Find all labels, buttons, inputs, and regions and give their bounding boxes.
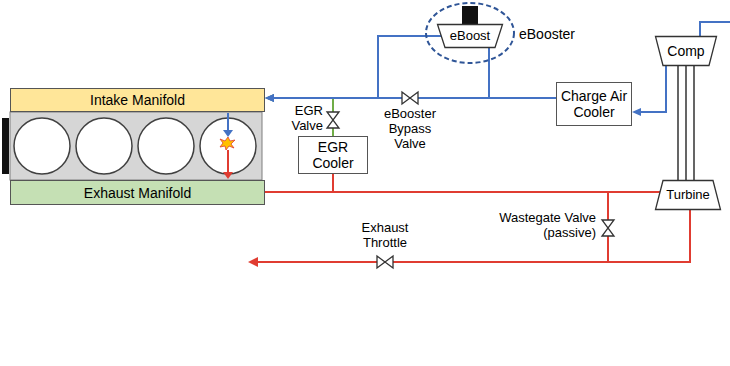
charge-air-cooler: Charge Air Cooler — [556, 82, 632, 126]
flow-line — [274, 36, 442, 98]
arrow-head — [265, 94, 274, 102]
booster-group: eBoostereBoost — [425, 2, 515, 64]
compressor: Comp — [655, 36, 717, 66]
valve-symbol — [377, 256, 393, 268]
valve-label: EGR Valve — [279, 103, 323, 133]
flow-line — [641, 66, 666, 112]
node-outline — [656, 181, 721, 210]
node-outline — [438, 25, 503, 48]
flow-line — [265, 191, 661, 193]
valve-label: eBooster Bypass Valve — [378, 106, 442, 151]
intake-manifold: Intake Manifold — [10, 88, 265, 112]
node-outline — [656, 37, 717, 66]
arrow-head — [265, 94, 274, 102]
motor-symbol — [462, 6, 478, 24]
flow-connector — [678, 66, 694, 180]
egr-cooler: EGR Cooler — [298, 136, 368, 174]
node-label: eBooster — [519, 26, 575, 42]
exhaust-outlet-line — [256, 210, 690, 262]
node-label: EGR Cooler — [302, 139, 364, 171]
exhaust-manifold: Exhaust Manifold — [10, 180, 265, 205]
flow-line — [274, 98, 333, 136]
flow-line — [265, 174, 333, 192]
fresh-air-line — [700, 22, 730, 36]
flow-connector — [265, 94, 333, 136]
eboost-compressor: eBoost — [437, 24, 503, 48]
node-outline — [11, 89, 265, 112]
node-label: eBoost — [450, 28, 490, 44]
node-outline — [557, 83, 632, 126]
node-outline — [299, 137, 368, 174]
flow-connector — [632, 66, 666, 116]
valve-label: Wastegate Valve (passive) — [470, 210, 596, 240]
engine-block — [10, 112, 262, 180]
flow-connector — [265, 174, 333, 192]
node-label: Exhaust Manifold — [84, 185, 191, 201]
dashed-outline — [426, 3, 514, 63]
arrow-head — [223, 130, 233, 137]
flow-connector — [265, 192, 661, 193]
spark-symbol — [220, 137, 235, 150]
arrow-head — [248, 257, 258, 267]
arrow-head — [223, 172, 233, 179]
node-label: Turbine — [666, 187, 710, 203]
flywheel — [2, 118, 9, 174]
cylinder — [138, 118, 194, 174]
flow-line — [678, 66, 694, 180]
exhaust-flow-arrow — [227, 150, 229, 172]
turbine: Turbine — [655, 180, 721, 210]
cylinder — [76, 118, 132, 174]
flow-connector — [265, 36, 442, 102]
node-outline — [11, 181, 265, 205]
intake-flow-arrow — [227, 113, 229, 131]
arrow-head — [632, 108, 641, 116]
node-label: Charge Air Cooler — [560, 88, 628, 120]
valve-symbol — [327, 112, 339, 128]
cylinder — [14, 118, 70, 174]
node-label: Intake Manifold — [90, 92, 185, 108]
valve-label: Exhaust Throttle — [345, 220, 425, 250]
valve-symbol — [602, 220, 614, 236]
node-label: Comp — [667, 43, 704, 59]
arrow-head — [265, 94, 274, 102]
valve-symbol — [402, 92, 418, 104]
